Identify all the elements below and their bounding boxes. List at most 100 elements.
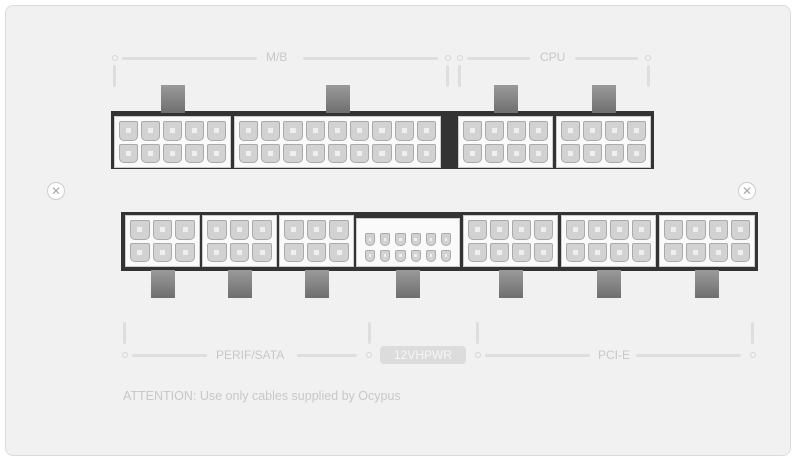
pin-socket <box>372 143 392 163</box>
pin-socket <box>512 220 531 240</box>
pin-socket <box>207 143 226 163</box>
pin-socket <box>416 143 436 163</box>
pin-socket <box>512 242 531 262</box>
pcie-connector-8pin[interactable] <box>463 215 558 267</box>
pin-socket <box>507 121 526 141</box>
pin-socket <box>627 121 646 141</box>
pin-socket <box>610 220 629 240</box>
pin-socket <box>583 121 602 141</box>
pin-socket <box>490 220 509 240</box>
guide-tick <box>647 65 650 87</box>
pin-socket <box>380 233 391 246</box>
pin-socket <box>632 220 651 240</box>
pin-socket <box>305 143 325 163</box>
pin-socket <box>534 220 553 240</box>
pin-socket <box>185 121 204 141</box>
pin-socket <box>229 242 250 262</box>
marker-dot <box>750 352 756 358</box>
pin-socket <box>395 249 406 262</box>
pci-e-label: PCI-E <box>598 348 631 362</box>
mb-label: M/B <box>266 50 288 64</box>
mb-connector-10pin[interactable] <box>114 116 231 168</box>
pin-socket <box>468 220 487 240</box>
pin-socket <box>152 220 173 240</box>
perif-connector-6pin[interactable] <box>125 215 200 267</box>
pin-socket <box>440 233 451 246</box>
pin-socket <box>708 242 728 262</box>
pin-socket <box>365 233 376 246</box>
latch-tab <box>591 85 616 113</box>
marker-dot <box>457 55 463 61</box>
pin-socket <box>610 242 629 262</box>
guide-line <box>303 57 438 60</box>
guide-tick <box>751 322 754 344</box>
pin-socket <box>306 242 327 262</box>
pin-socket <box>490 242 509 262</box>
pin-socket <box>141 121 160 141</box>
pin-socket <box>252 220 272 240</box>
pin-socket <box>329 220 349 240</box>
pin-socket <box>130 220 150 240</box>
guide-line <box>132 354 207 357</box>
guide-tick <box>446 65 449 87</box>
cpu-connector-8pin[interactable] <box>458 116 553 168</box>
pin-socket <box>566 220 585 240</box>
latch-tab <box>160 85 185 113</box>
pin-socket <box>229 220 250 240</box>
marker-dot <box>475 352 481 358</box>
attention-text: ATTENTION: Use only cables supplied by O… <box>123 389 401 403</box>
perif-connector-6pin[interactable] <box>279 215 354 267</box>
latch-tab <box>596 270 621 298</box>
pin-socket <box>425 233 436 246</box>
guide-line <box>575 57 638 60</box>
pin-socket <box>708 220 728 240</box>
latch-tab <box>227 270 252 298</box>
hpwr-connector-12pin[interactable] <box>356 218 460 267</box>
pin-socket <box>207 220 227 240</box>
pin-socket <box>534 242 553 262</box>
pin-socket <box>185 143 204 163</box>
pin-socket <box>284 242 304 262</box>
pin-socket <box>463 143 482 163</box>
pin-socket <box>394 143 414 163</box>
12vhpwr-label: 12VHPWR <box>380 346 466 364</box>
marker-dot <box>366 352 372 358</box>
pin-socket <box>507 143 526 163</box>
pin-socket <box>163 121 182 141</box>
pin-socket <box>365 249 376 262</box>
cpu-connector-8pin[interactable] <box>556 116 651 168</box>
latch-tab <box>493 85 518 113</box>
screw-icon: ✕ <box>47 182 65 200</box>
pin-socket <box>686 242 706 262</box>
pcie-connector-8pin[interactable] <box>561 215 656 267</box>
pin-socket <box>284 220 304 240</box>
mb-connector-18pin[interactable] <box>234 116 441 168</box>
pin-socket <box>239 121 259 141</box>
pin-socket <box>305 121 325 141</box>
pin-socket <box>119 143 138 163</box>
pin-socket <box>561 121 580 141</box>
pcie-connector-8pin[interactable] <box>659 215 755 267</box>
pin-socket <box>627 143 646 163</box>
pin-socket <box>327 121 348 141</box>
latch-tab <box>498 270 523 298</box>
pin-socket <box>350 121 370 141</box>
pin-socket <box>152 242 173 262</box>
pin-socket <box>252 242 272 262</box>
pin-socket <box>440 249 451 262</box>
pin-socket <box>394 121 414 141</box>
pin-socket <box>207 242 227 262</box>
pin-socket <box>395 233 406 246</box>
pin-socket <box>175 242 195 262</box>
pin-socket <box>283 121 303 141</box>
marker-dot <box>445 55 451 61</box>
pin-socket <box>583 143 602 163</box>
guide-tick <box>458 65 461 87</box>
perif-connector-6pin[interactable] <box>202 215 277 267</box>
pin-socket <box>588 242 607 262</box>
pin-socket <box>425 249 436 262</box>
latch-tab <box>695 270 719 298</box>
pin-socket <box>372 121 392 141</box>
pin-socket <box>632 242 651 262</box>
cpu-label: CPU <box>540 50 566 64</box>
